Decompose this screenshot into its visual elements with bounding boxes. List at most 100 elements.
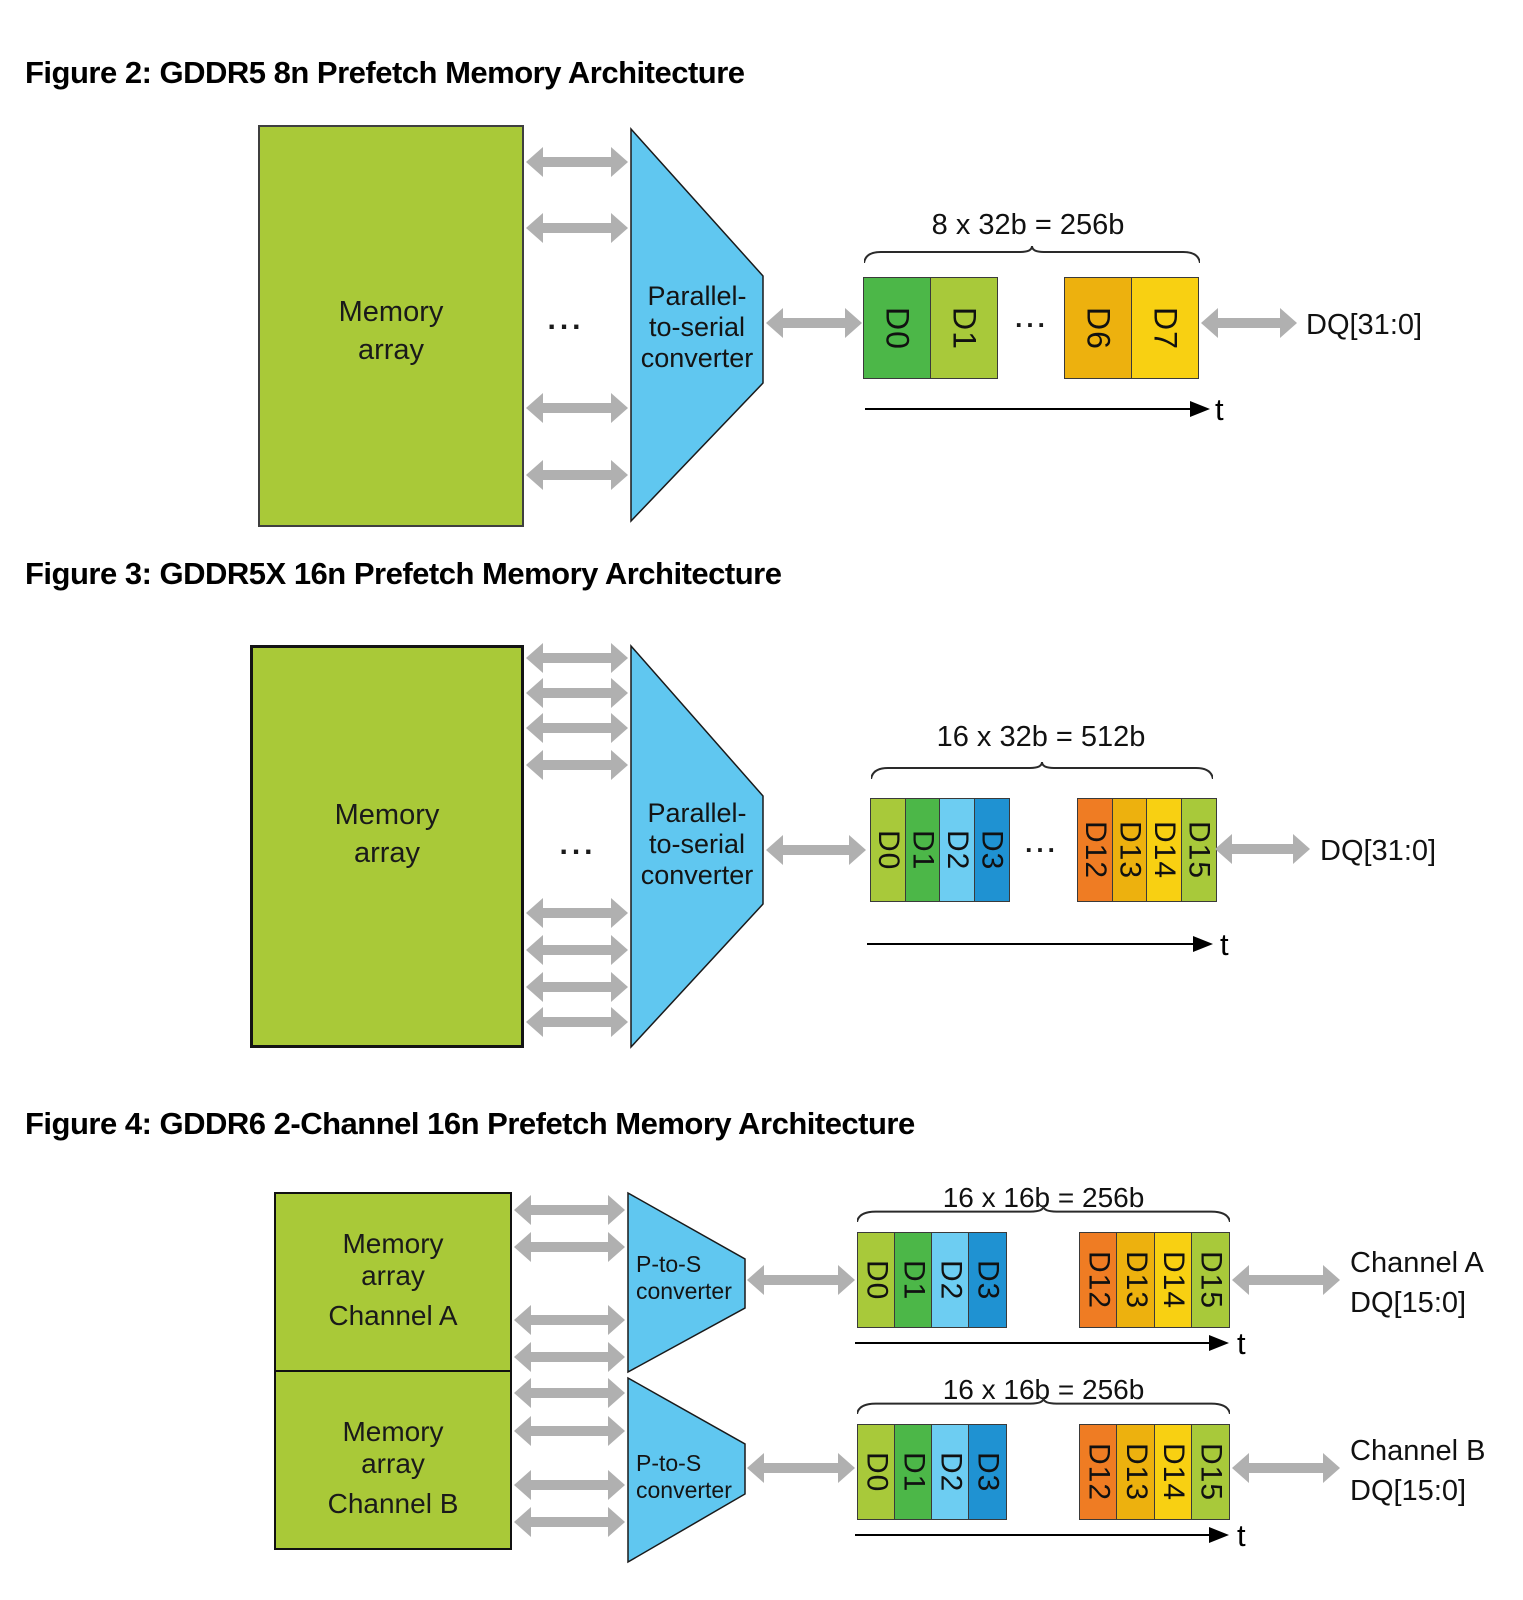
converter-a-label: P-to-S converter: [636, 1251, 732, 1304]
data-block-label: D15: [1182, 820, 1216, 880]
data-block-d2: D2: [939, 798, 975, 902]
data-block-d2: D2: [931, 1232, 970, 1328]
time-axis-arrow-icon: [855, 1527, 1229, 1543]
data-block-label: D1: [906, 829, 940, 871]
data-block-d13: D13: [1111, 798, 1148, 902]
data-block-label: D12: [1082, 1442, 1116, 1502]
data-block-label: D14: [1157, 1442, 1191, 1502]
data-block-d12: D12: [1077, 798, 1113, 902]
data-block-d1: D1: [904, 798, 941, 902]
bidirectional-bus-arrow-icon: [514, 1416, 625, 1446]
figure2-memory-array-label: Memory array: [338, 296, 444, 366]
data-block-label: D13: [1119, 1250, 1153, 1310]
data-block-d15: D15: [1180, 798, 1217, 902]
brace-icon: [857, 1206, 1230, 1222]
time-axis-arrow-icon: [865, 401, 1210, 417]
bidirectional-bus-arrow-icon: [514, 1232, 625, 1262]
bidirectional-bus-arrow-icon: [526, 713, 628, 743]
time-axis-label: t: [1215, 392, 1224, 427]
data-block-d15: D15: [1191, 1424, 1230, 1520]
data-block-label: D12: [1082, 1250, 1116, 1310]
time-axis-arrow-icon: [855, 1335, 1229, 1351]
data-block-d12: D12: [1079, 1232, 1118, 1328]
bidirectional-bus-arrow-icon: [526, 460, 628, 490]
figure4-channel-a-label: Memory array Channel A: [328, 1228, 458, 1331]
data-block-label: D13: [1119, 1442, 1153, 1502]
data-block-label: D2: [941, 829, 974, 871]
brace-icon: [871, 762, 1213, 779]
bidirectional-bus-arrow-icon: [1201, 308, 1297, 338]
data-block-d0: D0: [857, 1424, 896, 1520]
data-block-label: D14: [1148, 820, 1181, 880]
bidirectional-bus-arrow-icon: [526, 393, 628, 423]
data-block-d15: D15: [1191, 1232, 1230, 1328]
data-block-d1: D1: [894, 1424, 933, 1520]
data-block-d3: D3: [973, 798, 1010, 902]
bidirectional-bus-arrow-icon: [747, 1453, 855, 1483]
ellipsis: ...: [1015, 303, 1049, 333]
figure4-memory-array-channel-a-box: [274, 1192, 512, 1372]
data-block-d13: D13: [1116, 1424, 1156, 1520]
data-block-d12: D12: [1079, 1424, 1118, 1520]
data-block-d13: D13: [1116, 1232, 1156, 1328]
channel-b-dq-label: Channel B DQ[15:0]: [1350, 1435, 1486, 1507]
ellipsis: ...: [547, 303, 585, 336]
bidirectional-bus-arrow-icon: [526, 643, 628, 673]
bidirectional-bus-arrow-icon: [747, 1265, 855, 1295]
data-block-d2: D2: [931, 1424, 970, 1520]
bidirectional-bus-arrow-icon: [514, 1507, 625, 1537]
data-block-label: D0: [872, 829, 905, 871]
data-block-label: D2: [934, 1259, 968, 1301]
time-axis-label: t: [1237, 1326, 1246, 1361]
data-block-label: D3: [975, 829, 1009, 871]
bidirectional-bus-arrow-icon: [526, 147, 628, 177]
brace-icon: [857, 1398, 1230, 1414]
figure2-memory-array-box: [258, 125, 524, 527]
time-axis-arrow-icon: [867, 936, 1213, 952]
converter-label: Parallel- to-serial converter: [640, 798, 754, 890]
data-block-label: D3: [971, 1451, 1005, 1493]
data-block-d14: D14: [1153, 1424, 1193, 1520]
bidirectional-bus-arrow-icon: [526, 213, 628, 243]
data-block-d0: D0: [863, 277, 932, 379]
converter-b-label: P-to-S converter: [636, 1450, 732, 1503]
bidirectional-bus-arrow-icon: [526, 678, 628, 708]
p-to-s-converter-a-shape: [627, 1191, 746, 1374]
figure2-title: Figure 2: GDDR5 8n Prefetch Memory Archi…: [25, 55, 745, 90]
bidirectional-bus-arrow-icon: [514, 1342, 625, 1372]
data-block-label: D13: [1113, 820, 1147, 880]
bus-width-label: 8 x 32b = 256b: [931, 209, 1125, 241]
bidirectional-bus-arrow-icon: [514, 1305, 625, 1335]
data-block-d1: D1: [894, 1232, 933, 1328]
p-to-s-converter-b-shape: [627, 1376, 746, 1564]
data-block-d14: D14: [1146, 798, 1182, 902]
data-block-label: D1: [946, 306, 983, 350]
data-block-d0: D0: [870, 798, 906, 902]
data-block-d0: D0: [857, 1232, 896, 1328]
bidirectional-bus-arrow-icon: [1215, 834, 1310, 864]
bidirectional-bus-arrow-icon: [766, 835, 866, 865]
data-block-label: D1: [897, 1451, 931, 1493]
bidirectional-bus-arrow-icon: [526, 750, 628, 780]
figure4-memory-array-channel-b-box: [274, 1370, 512, 1550]
figure3-memory-array-box: [250, 645, 524, 1048]
data-block-label: D0: [879, 306, 916, 350]
bidirectional-bus-arrow-icon: [526, 972, 628, 1002]
data-block-d6: D6: [1064, 277, 1133, 379]
figure3-memory-array-label: Memory array: [334, 799, 440, 869]
bidirectional-bus-arrow-icon: [526, 935, 628, 965]
time-axis-label: t: [1220, 927, 1229, 962]
figure3-title: Figure 3: GDDR5X 16n Prefetch Memory Arc…: [25, 556, 782, 591]
dq-bus-label: DQ[31:0]: [1306, 309, 1423, 341]
bidirectional-bus-arrow-icon: [514, 1378, 625, 1408]
bidirectional-bus-arrow-icon: [1232, 1265, 1340, 1295]
data-block-label: D15: [1194, 1250, 1228, 1310]
data-block-d1: D1: [929, 277, 998, 379]
data-block-label: D2: [934, 1451, 968, 1493]
data-block-label: D3: [971, 1259, 1005, 1301]
